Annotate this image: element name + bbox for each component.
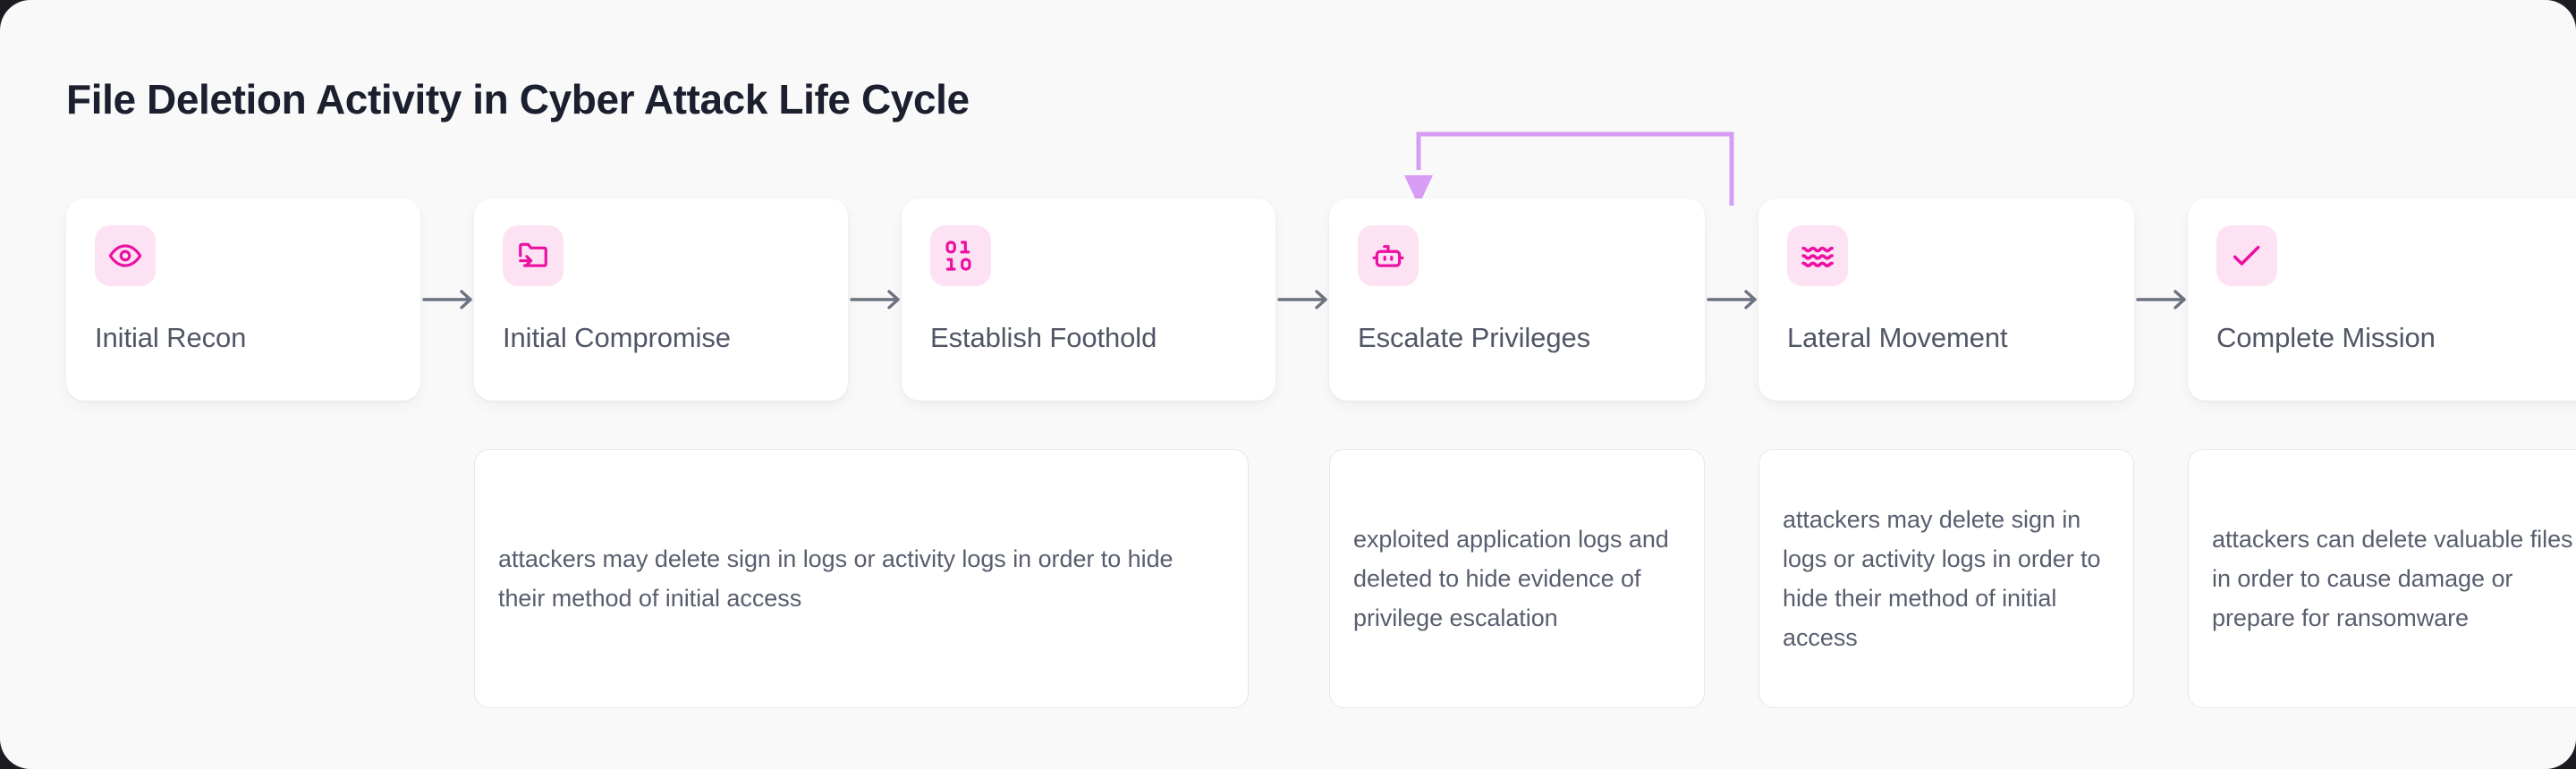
stage-card-lateral-movement[interactable]: Lateral Movement [1758, 199, 2134, 401]
stage-card-row: Initial Recon Initial Compromise [66, 199, 2576, 401]
stage-label: Initial Recon [95, 322, 247, 353]
stage-label: Escalate Privileges [1358, 322, 1590, 353]
folder-input-icon [503, 225, 564, 286]
description-box-lateral-movement: attackers may delete sign in logs or act… [1758, 449, 2134, 708]
stage-label: Establish Foothold [930, 322, 1157, 353]
stage-label: Initial Compromise [503, 322, 731, 353]
description-text: exploited application logs and deleted t… [1353, 526, 1669, 631]
description-box-complete-mission: attackers can delete valuable files in o… [2188, 449, 2576, 708]
eye-icon [95, 225, 156, 286]
stage-card-complete-mission[interactable]: Complete Mission [2188, 199, 2576, 401]
description-row: attackers may delete sign in logs or act… [66, 449, 2576, 708]
connector-arrow-4 [1707, 286, 1762, 313]
page-title: File Deletion Activity in Cyber Attack L… [66, 76, 970, 123]
connector-arrow-5 [2136, 286, 2191, 313]
check-icon [2216, 225, 2277, 286]
stage-card-initial-compromise[interactable]: Initial Compromise [474, 199, 848, 401]
stage-card-initial-recon[interactable]: Initial Recon [66, 199, 420, 401]
stage-label: Complete Mission [2216, 322, 2436, 353]
stage-card-escalate-privileges[interactable]: Escalate Privileges [1329, 199, 1705, 401]
binary-icon [930, 225, 991, 286]
bot-icon [1358, 225, 1419, 286]
description-box-escalate-privileges: exploited application logs and deleted t… [1329, 449, 1705, 708]
stage-card-establish-foothold[interactable]: Establish Foothold [902, 199, 1275, 401]
feedback-arrow-lateral-to-escalate [1395, 123, 1753, 209]
connector-arrow-1 [422, 286, 478, 313]
description-text: attackers may delete sign in logs or act… [1783, 506, 2101, 651]
waves-icon [1787, 225, 1848, 286]
connector-arrow-2 [850, 286, 905, 313]
connector-arrow-3 [1277, 286, 1333, 313]
description-text: attackers may delete sign in logs or act… [498, 545, 1174, 612]
description-text: attackers can delete valuable files in o… [2212, 526, 2573, 631]
stage-label: Lateral Movement [1787, 322, 2008, 353]
description-box-initial-compromise: attackers may delete sign in logs or act… [474, 449, 1249, 708]
